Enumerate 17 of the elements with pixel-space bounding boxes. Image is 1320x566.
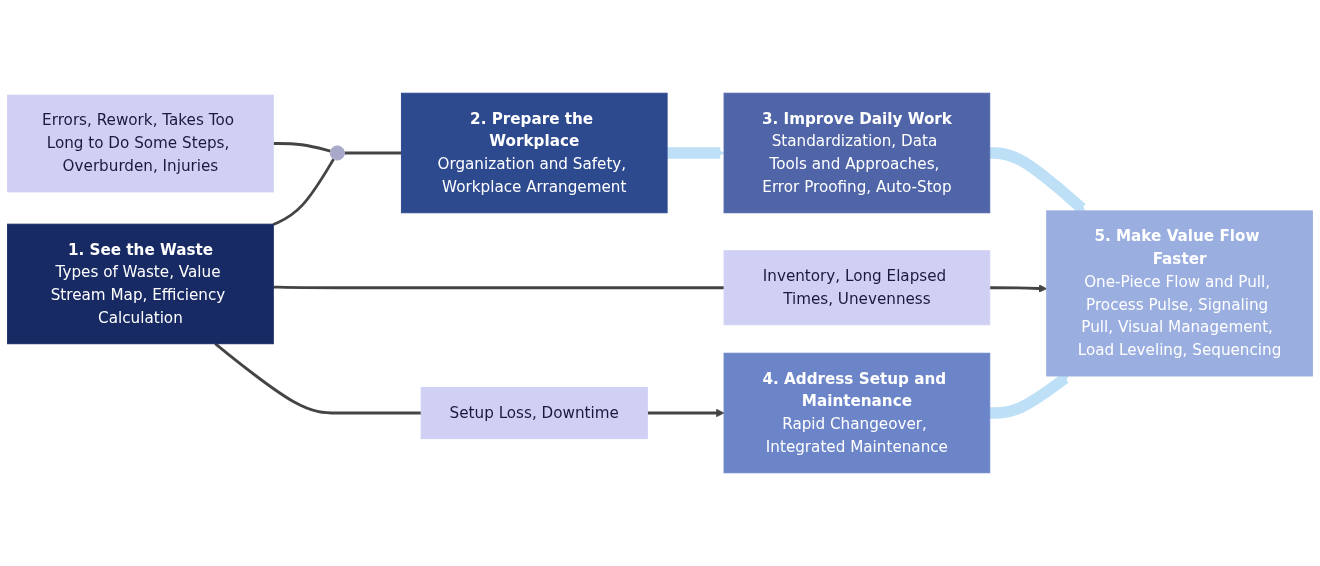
connector: [344, 151, 402, 155]
arrow: [647, 408, 725, 418]
connector: [214, 342, 422, 415]
node-box: 3. Improve Daily Work Standardization, Data Tools and Approaches, Error Proofing, Auto-Stop: [723, 92, 991, 214]
node-box: Inventory, Long Elapsed Times, Unevenness: [723, 250, 991, 326]
node-box: 5. Make Value Flow Faster One-Piece Flow and Pull, Process Pulse, Signaling Pull, Visual Management, Load Leveling, Sequencing: [1046, 210, 1313, 377]
arrow: [666, 147, 725, 159]
node-box: 4. Address Setup and Maintenance Rapid Changeover, Integrated Maintenance: [723, 352, 991, 474]
node-circle: [329, 145, 345, 161]
node-box: Errors, Rework, Takes Too Long to Do Some Steps, Overburden, Injuries: [7, 94, 274, 193]
connector: [273, 285, 725, 290]
node-box: 2. Prepare the Workplace Organization and Safety, Workplace Arrangement: [400, 92, 668, 214]
connector: [273, 142, 331, 153]
arrow: [989, 284, 1048, 293]
node-box: 1. See the Waste Types of Waste, Value Stream Map, Efficiency Calculation: [7, 223, 274, 345]
connector: [272, 158, 335, 226]
node-box: Setup Loss, Downtime: [420, 386, 648, 440]
